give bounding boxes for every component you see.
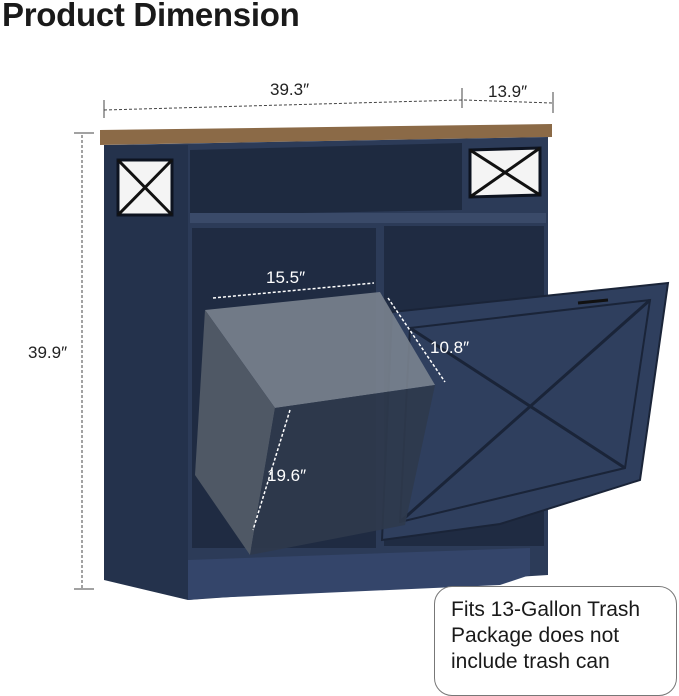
- bin-depth-label: 10.8″: [430, 338, 470, 357]
- depth-label: 13.9″: [488, 82, 528, 101]
- dimension-lines: [74, 88, 554, 590]
- bin-height-label: 19.6″: [267, 466, 307, 485]
- note-line: Package does not: [451, 624, 620, 647]
- note-box: Fits 13-Gallon Trash Package does not in…: [434, 586, 677, 696]
- page-title: Product Dimension: [2, 0, 300, 33]
- note-line: include trash can: [451, 650, 610, 673]
- note-line: Fits 13-Gallon Trash: [451, 598, 641, 621]
- bin-width-label: 15.5″: [266, 268, 306, 287]
- width-label: 39.3″: [270, 80, 310, 99]
- wood-top: [100, 124, 552, 145]
- trash-bin: [205, 292, 435, 408]
- height-label: 39.9″: [28, 343, 68, 362]
- cabinet-illustration: [74, 88, 670, 600]
